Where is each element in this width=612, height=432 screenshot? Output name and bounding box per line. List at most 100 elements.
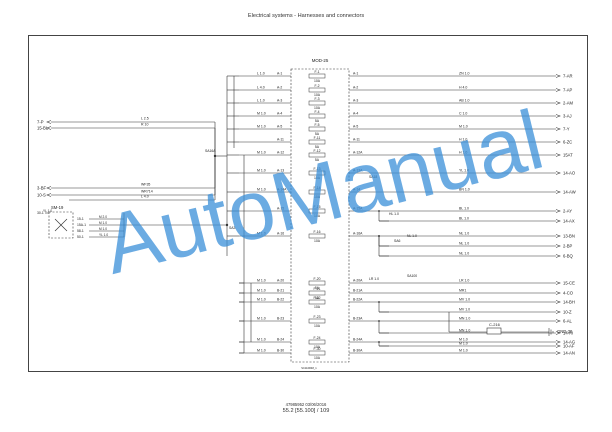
module-pin-in: B-23	[277, 317, 284, 321]
module-pin-out: A-13A	[353, 169, 363, 173]
terminal-arrow	[46, 120, 52, 124]
splice-dot	[378, 301, 380, 303]
output-terminal: 14-AX	[563, 218, 575, 223]
footer: 47985952 03/06/2016 55.2 [55.100] / 109	[0, 402, 612, 415]
splice-label: SA18	[369, 175, 377, 179]
module-pin-out: A-5	[353, 125, 358, 129]
module-pin-in: A-11	[277, 138, 284, 142]
output-terminal: 6-AL	[563, 318, 573, 323]
fuse	[308, 208, 326, 214]
wire-out-label: M 1.0	[459, 125, 468, 129]
wire-in-label: M 1.0	[257, 317, 266, 321]
module-pin-in: A-15	[277, 207, 284, 211]
module-pin-out: A-15A	[353, 207, 363, 211]
fuse	[308, 290, 326, 296]
fuse	[308, 126, 326, 132]
fuse-id: F-16	[314, 230, 321, 234]
wire-out-label: YL 1.0	[459, 169, 469, 173]
module-pin-in: A-5	[277, 125, 282, 129]
module-pin-out: A-1	[353, 72, 358, 76]
switch-pin: 58-1	[77, 229, 84, 233]
module-pin-out: A-12A	[353, 151, 363, 155]
terminal-arrow	[555, 300, 561, 304]
wire-out-label: NL 1.0	[459, 252, 469, 256]
terminal-arrow	[555, 190, 561, 194]
module-pin-in: A-20	[277, 279, 284, 283]
output-terminal: 10-Z	[563, 309, 572, 314]
fuse	[308, 318, 326, 324]
wire-out-label: C 1.0	[459, 112, 467, 116]
fuse	[308, 280, 326, 286]
switch-wire-label: M 2.0	[99, 215, 107, 219]
terminal-arrow	[555, 88, 561, 92]
fuse-id: F-2	[314, 84, 319, 88]
output-terminal: 14-AG	[563, 339, 575, 344]
module-pin-in: A-2	[277, 86, 282, 90]
fuse-id: F-14	[314, 186, 321, 190]
module-pin-in: A-1	[277, 72, 282, 76]
switch-contact	[54, 218, 68, 232]
wire-label: NL 1.0	[407, 234, 417, 238]
splice-label: SA6	[394, 239, 401, 243]
terminal-arrow	[555, 319, 561, 323]
terminal-arrow	[555, 344, 561, 348]
fuse	[308, 152, 326, 158]
fuse-rating: 5A	[315, 158, 320, 162]
footer-doc-ref: 47985952 03/06/2016	[285, 402, 327, 407]
wire-out-label: MN 1.0	[459, 317, 470, 321]
fuse	[308, 233, 326, 239]
input-wire-label: L 2.5	[141, 117, 149, 121]
splice-dot	[378, 235, 380, 237]
fuse	[308, 350, 326, 356]
module-box	[290, 68, 350, 363]
wire-out-label: BL 1.0	[459, 217, 469, 221]
input-wire-label: L 4.0	[141, 195, 149, 199]
fuse-id: F-22	[314, 296, 321, 300]
wire-out-label: MN 1.0	[459, 329, 470, 333]
fuse-rating: 10A	[314, 345, 321, 349]
fuse-id: F-15	[314, 205, 321, 209]
wire-out-label: NL 1.0	[459, 232, 469, 236]
output-terminal: 15-CE	[563, 280, 575, 285]
fuse-rating: 5A	[315, 119, 320, 123]
terminal-arrow	[555, 74, 561, 78]
terminal-arrow	[555, 310, 561, 314]
diagram-caption: SC110R48_1	[301, 366, 317, 370]
wire-out-label: NL 1.0	[459, 242, 469, 246]
wire-label: HL 1.0	[389, 212, 399, 216]
output-terminal: 6-BQ	[563, 253, 574, 258]
output-terminal: 7-AP	[563, 87, 573, 92]
module-pin-in: B-30	[277, 349, 284, 353]
switch-pin: 15-1	[77, 217, 84, 221]
fuse-rating: 10A	[314, 356, 321, 360]
wire-out-label: H 4.0	[459, 86, 467, 90]
output-terminal: 14-AI	[563, 330, 573, 335]
fuse-rating: 10A	[314, 93, 321, 97]
module-pin-out: A-20A	[353, 279, 363, 283]
switch-pin: 15A-1	[77, 223, 86, 227]
input-terminal: 15-BL	[37, 125, 49, 130]
switch-wire-label: YL 1.0	[99, 233, 108, 237]
terminal-arrow	[46, 193, 52, 197]
fuse-rating: 10A	[314, 214, 321, 218]
switch-label: SM-19	[51, 205, 64, 210]
splice-label: SA3	[229, 226, 236, 230]
ground-label: GND-38	[557, 329, 573, 334]
wire-in-label: M 1.0	[257, 125, 266, 129]
terminal-arrow	[555, 127, 561, 131]
output-terminal: 10-AF	[563, 343, 575, 348]
page-title: Electrical systems - Harnesses and conne…	[247, 13, 365, 19]
fuse	[308, 87, 326, 93]
input-wire-label: WR714	[141, 190, 153, 194]
module-pin-out: B-24A	[353, 338, 363, 342]
output-terminal: 3-AJ	[563, 113, 572, 118]
output-terminal: 6-ZC	[563, 139, 572, 144]
terminal-arrow	[555, 171, 561, 175]
wire-in-label: M 1.0	[257, 298, 266, 302]
input-terminal: 3-BF	[37, 185, 47, 190]
terminal-arrow	[46, 186, 52, 190]
wire-out-label: MV 1.0	[459, 308, 470, 312]
module-pin-in: B-21	[277, 289, 284, 293]
